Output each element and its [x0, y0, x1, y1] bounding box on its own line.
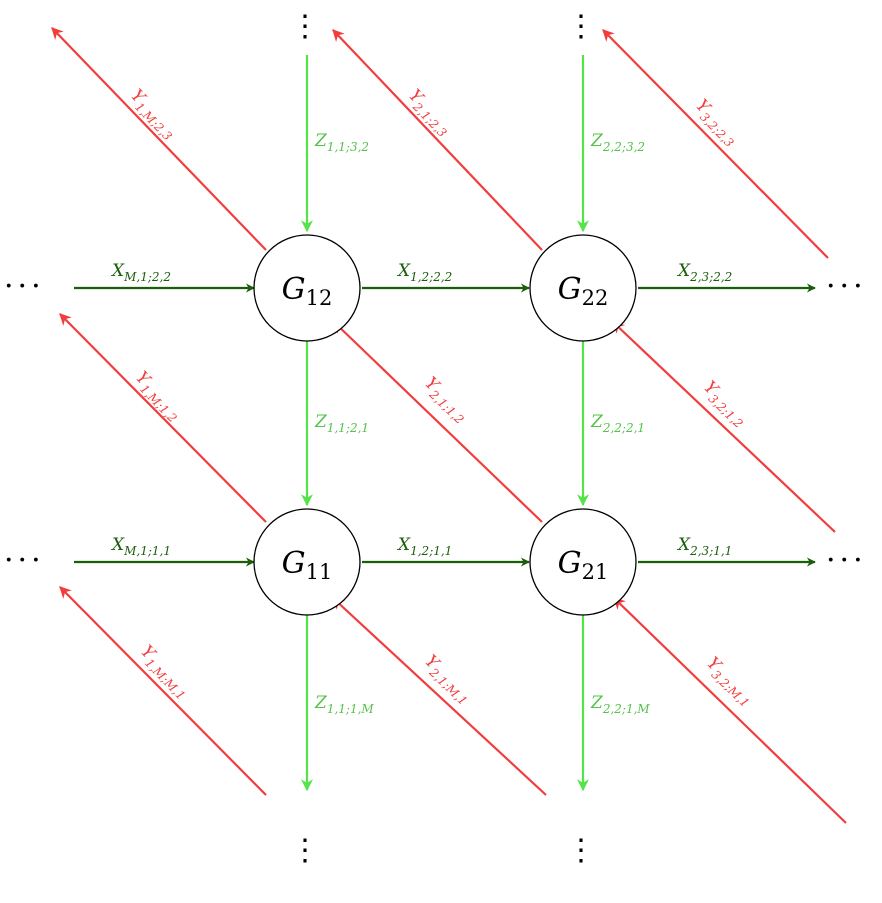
ellipsis-right-top: ···	[826, 269, 867, 304]
node-label-g12: G12	[282, 272, 333, 310]
node-g21: G21	[529, 508, 637, 616]
node-g22: G22	[529, 234, 637, 342]
node-g11: G11	[253, 508, 361, 616]
x-label-M-1-2-2: XM,1;2,2	[110, 261, 171, 284]
y-label-2-1-1-2: Y2,1;1,2	[418, 373, 472, 427]
z-label-1-1-1-M: Z1,1;1,M	[314, 693, 374, 716]
ellipsis-bottom-left: ⋮	[290, 833, 324, 868]
x-label-1-2-1-1: X1,2;1,1	[396, 535, 452, 558]
x-label-2-3-2-2: X2,3;2,2	[676, 261, 732, 284]
y-label-3-2-1-2: Y3,2;1,2	[697, 377, 751, 431]
ellipsis-bottom-right: ⋮	[566, 833, 600, 868]
z-label-1-1-3-2: Z1,1;3,2	[314, 131, 369, 154]
y-edge-2-1-M-1	[332, 597, 547, 796]
y-edge-3-2-M-1	[613, 597, 847, 824]
y-edge-2-1-2-3	[332, 29, 543, 251]
ellipsis-top-right: ⋮	[566, 9, 600, 44]
y-edge-1-M-1-2	[59, 313, 267, 523]
y-edge-layer	[51, 27, 847, 824]
ellipsis-right-bottom: ···	[826, 543, 867, 578]
y-edge-3-2-1-2	[612, 321, 836, 533]
y-edge-2-1-1-2	[333, 321, 543, 523]
ellipsis-left-bottom: ···	[4, 543, 45, 578]
node-g12: G12	[253, 234, 361, 342]
z-label-2-2-2-1: Z2,2;2,1	[590, 412, 645, 435]
z-label-2-2-1-M: Z2,2;1,M	[590, 693, 650, 716]
z-edge-layer	[301, 55, 589, 792]
y-label-3-2-2-3: Y3,2;2,3	[689, 96, 743, 151]
y-edge-3-2-2-3	[602, 29, 829, 259]
node-label-g11: G11	[282, 546, 333, 584]
y-label-1-M-2-3: Y1,M;2,3	[124, 86, 181, 144]
y-label-1-M-1-2: Y1,M;1,2	[129, 368, 186, 426]
y-edge-1-M-2-3	[51, 27, 267, 251]
z-label-1-1-2-1: Z1,1;2,1	[314, 412, 369, 435]
x-label-M-1-1-1: XM,1;1,1	[110, 535, 171, 558]
y-label-2-1-M-1: Y2,1;M,1	[418, 651, 476, 708]
x-edge-layer	[74, 283, 816, 567]
y-edge-1-M-M-1	[59, 586, 267, 796]
node-label-g22: G22	[558, 272, 609, 310]
ellipsis-left-top: ···	[4, 269, 45, 304]
y-label-3-2-M-1: Y3,2;M,1	[700, 653, 758, 710]
node-label-g21: G21	[558, 546, 609, 584]
x-label-1-2-2-2: X1,2;2,2	[396, 261, 452, 284]
x-label-2-3-1-1: X2,3;1,1	[676, 535, 732, 558]
z-label-2-2-3-2: Z2,2;3,2	[590, 131, 645, 154]
ellipsis-top-left: ⋮	[290, 9, 324, 44]
